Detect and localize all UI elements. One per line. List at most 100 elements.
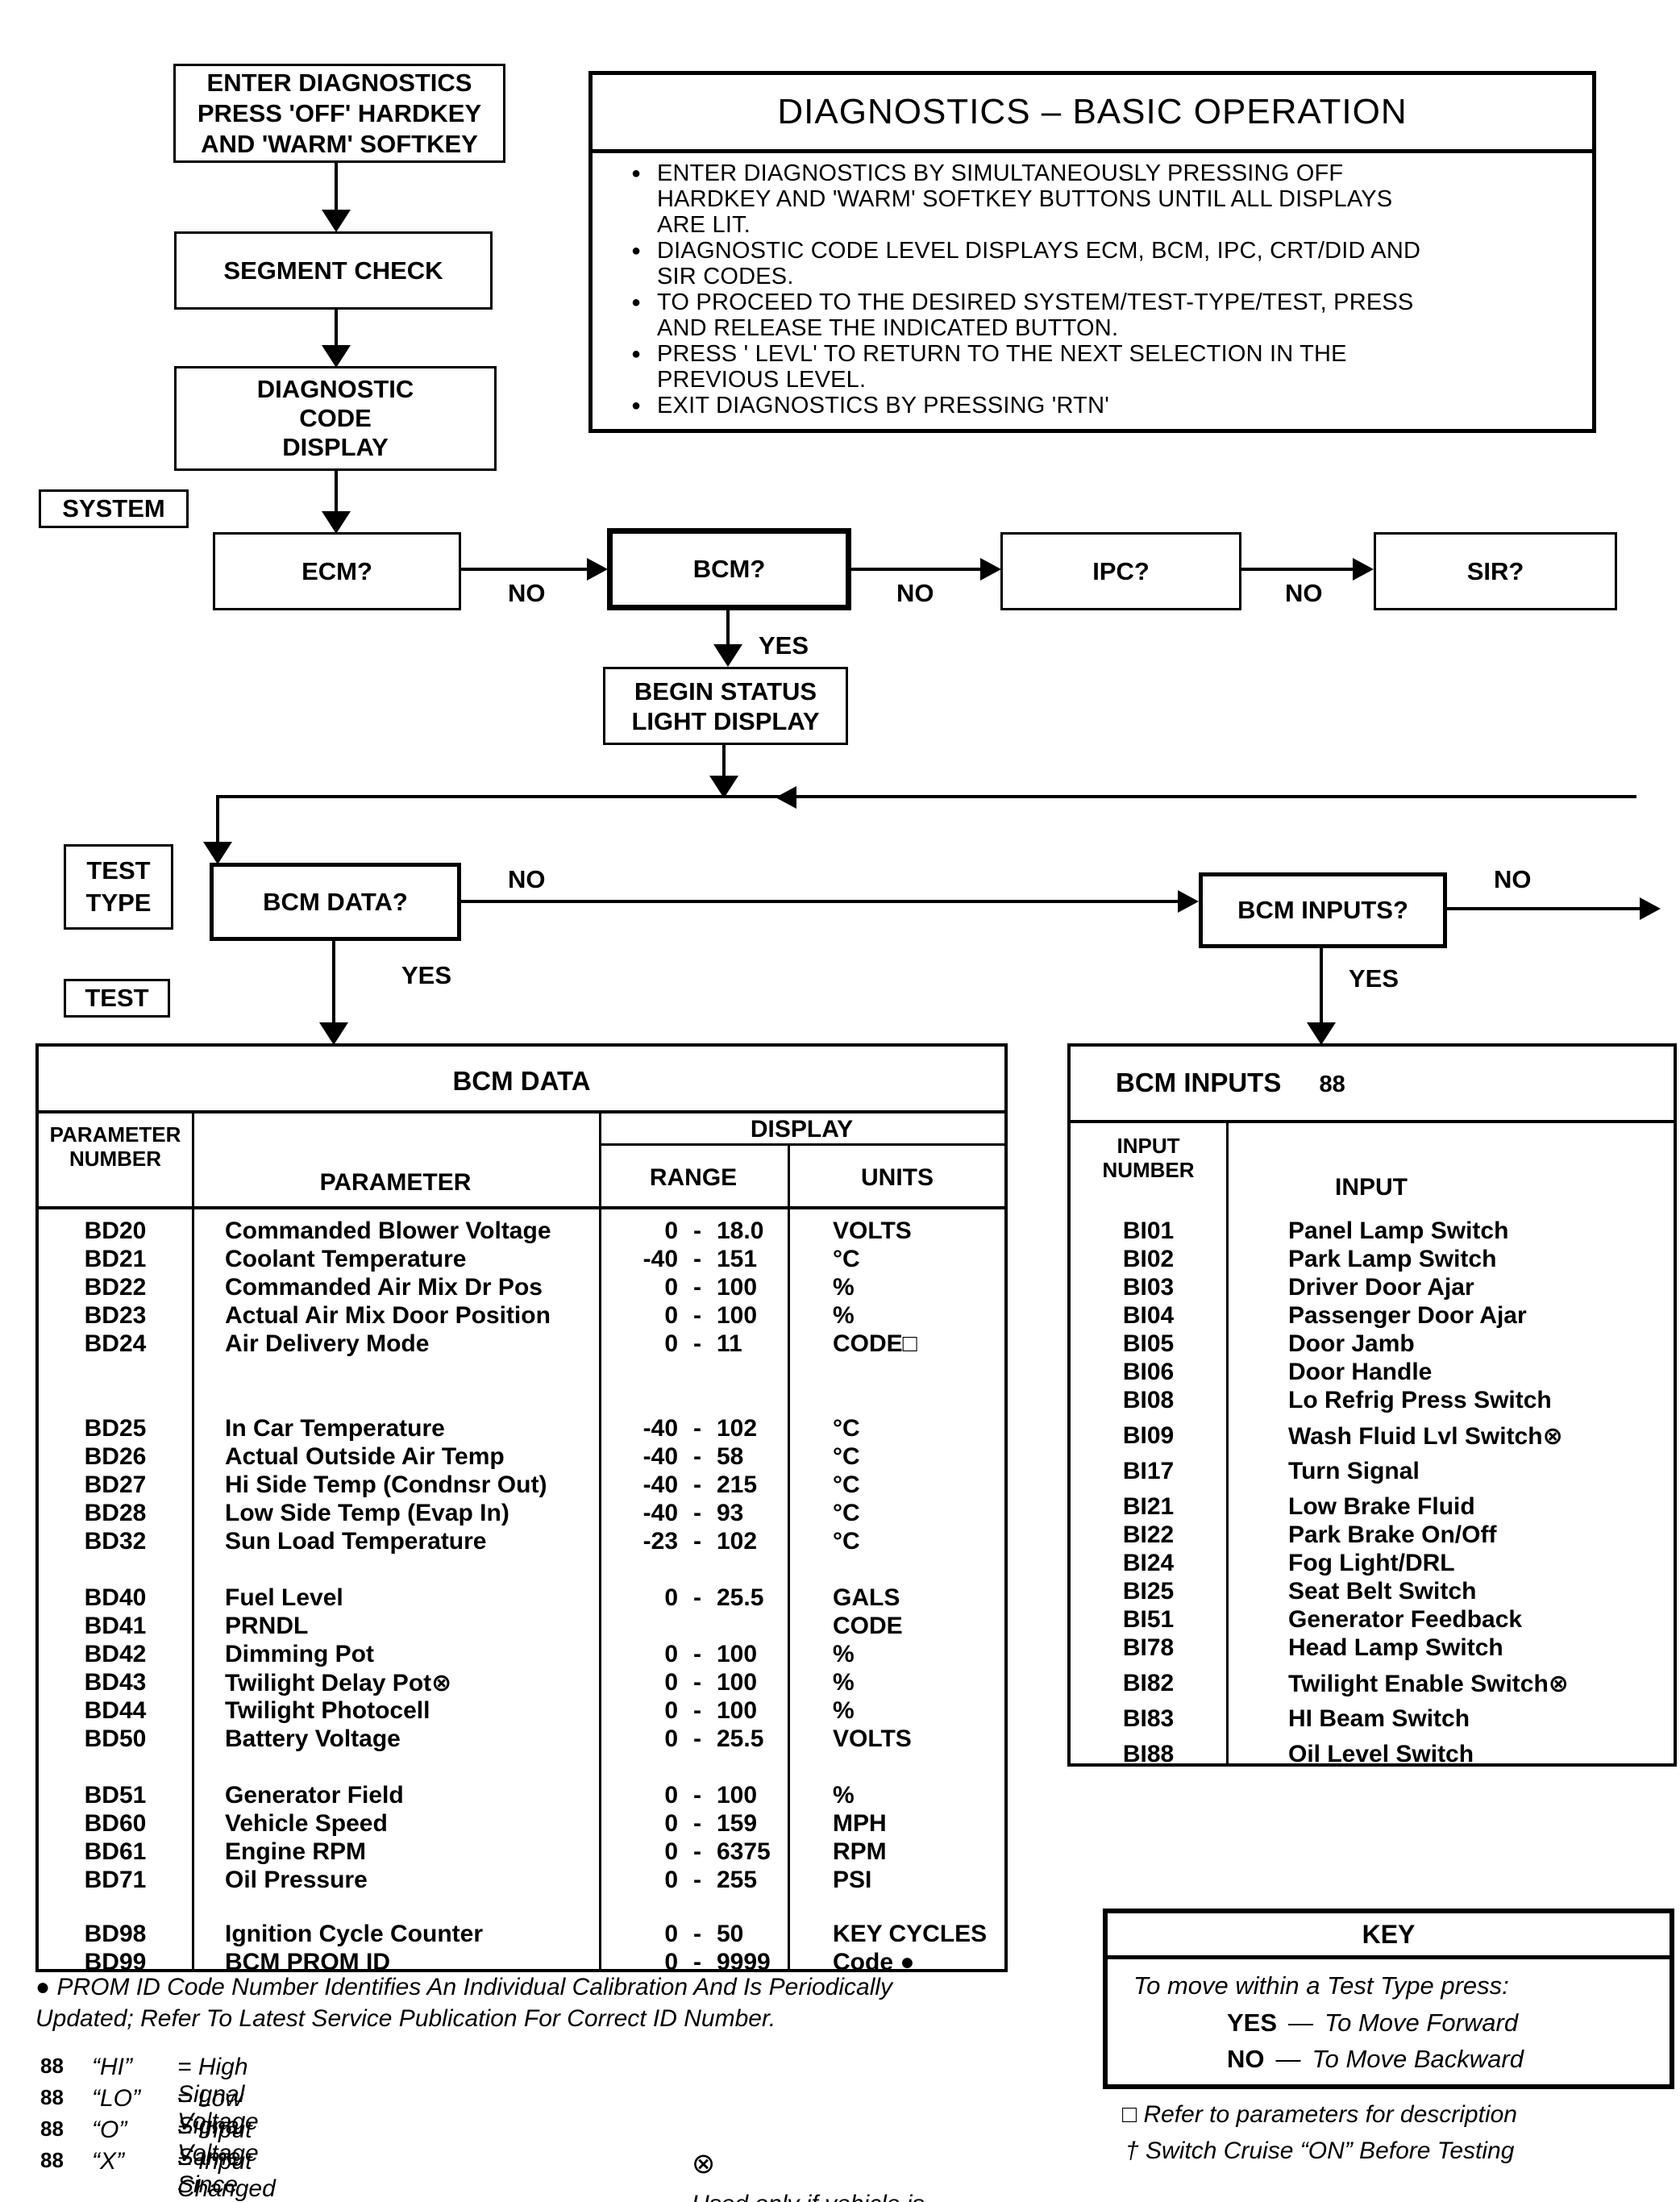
- parameter-name-cell: Hi Side Temp (Condnsr Out): [225, 1471, 547, 1498]
- range-high-cell: 25.5: [717, 1584, 764, 1611]
- input-number-cell: BI17: [1122, 1458, 1175, 1484]
- range-high-cell: 18.0: [717, 1218, 764, 1244]
- parameter-name-cell: Engine RPM: [225, 1838, 367, 1865]
- connector-bus-to-bcm-data: [216, 795, 219, 845]
- bullet-icon: ●: [630, 345, 642, 363]
- bullet-text: ENTER DIAGNOSTICS BY SIMULTANEOUSLY PRES…: [657, 160, 1393, 238]
- range-dash: -: [693, 1810, 701, 1837]
- parameter-name-cell: Low Side Temp (Evap In): [225, 1500, 509, 1526]
- range-dash: -: [693, 1725, 701, 1752]
- table-divider: [599, 1110, 601, 1969]
- input-number-cell: BI05: [1122, 1330, 1175, 1357]
- connector-segment-to-code: [335, 310, 338, 347]
- key-box-title: KEY: [1108, 1913, 1670, 1959]
- arrowhead-down-icon: [203, 842, 232, 864]
- bullet-item: ●ENTER DIAGNOSTICS BY SIMULTANEOUSLY PRE…: [615, 160, 1574, 238]
- arrowhead-down-icon: [322, 345, 351, 368]
- legend-description: = Low Signal Voltage: [177, 2085, 259, 2167]
- units-cell: °C: [833, 1415, 860, 1442]
- column-header-parameter-number: PARAMETER NUMBER: [49, 1122, 181, 1171]
- double-eight-footnote-marker: 88: [40, 2148, 64, 2172]
- bullet-item: ● EXIT DIAGNOSTICS BY PRESSING 'RTN': [615, 393, 1574, 418]
- arrowhead-right-icon: [1353, 558, 1374, 581]
- test-level-label: TEST: [64, 979, 170, 1018]
- bcm-input-row: BI17 Turn Signal: [1071, 1458, 1674, 1486]
- column-header-input: INPUT: [1335, 1174, 1408, 1201]
- connector-begin-to-bus: [722, 745, 726, 779]
- connector-ipc-to-sir: [1241, 568, 1356, 571]
- input-number-cell: BI25: [1122, 1578, 1175, 1605]
- column-header-input-number: INPUT NUMBER: [1102, 1134, 1195, 1182]
- legend-description: = High Signal Voltage: [177, 2054, 259, 2135]
- arrowhead-down-icon: [709, 776, 738, 798]
- arrowhead-down-icon: [322, 210, 351, 232]
- units-cell: %: [833, 1302, 855, 1329]
- table-divider: [1071, 1120, 1674, 1123]
- range-high-cell: 102: [717, 1528, 758, 1555]
- range-dash: -: [693, 1782, 701, 1809]
- range-high-cell: 100: [717, 1782, 758, 1809]
- legend-description: = Input Same Since Displayed: [177, 2117, 284, 2202]
- parameter-name-cell: Commanded Air Mix Dr Pos: [225, 1274, 543, 1301]
- range-high-cell: 215: [717, 1471, 758, 1498]
- parameter-number-cell: BD24: [84, 1330, 147, 1357]
- input-name-cell: Turn Signal: [1288, 1458, 1420, 1484]
- range-dash: -: [693, 1246, 701, 1272]
- units-cell: Code ●: [833, 1949, 915, 1975]
- parameter-number-cell: BD32: [84, 1528, 147, 1555]
- double-eight-footnote-marker: 88: [1319, 1072, 1345, 1097]
- input-name-cell: Door Jamb: [1288, 1330, 1415, 1357]
- arrowhead-left-icon: [776, 786, 796, 809]
- key-item: NO—To Move Backward: [1227, 2045, 1524, 2081]
- range-dash: -: [693, 1471, 701, 1498]
- input-number-cell: BI09: [1122, 1422, 1175, 1449]
- yes-label: YES: [759, 631, 809, 660]
- arrowhead-down-icon: [319, 1022, 348, 1045]
- parameter-number-cell: BD20: [84, 1218, 147, 1244]
- input-name-cell: Low Brake Fluid: [1288, 1493, 1475, 1520]
- range-high-cell: 6375: [717, 1838, 771, 1865]
- range-high-cell: 255: [717, 1867, 758, 1893]
- flow-box-begin-status-light-display: BEGIN STATUS LIGHT DISPLAY: [603, 667, 848, 745]
- range-dash: -: [693, 1302, 701, 1329]
- key-item-dash: —: [1288, 2008, 1314, 2037]
- input-number-cell: BI88: [1122, 1741, 1175, 1767]
- connector-ecm-to-bcm: [461, 568, 590, 571]
- range-dash: -: [693, 1500, 701, 1526]
- arrowhead-right-icon: [980, 558, 1001, 581]
- arrowhead-down-icon: [1307, 1022, 1336, 1045]
- bullet-icon: ●: [630, 397, 642, 414]
- input-name-cell: Panel Lamp Switch: [1288, 1218, 1509, 1244]
- no-label: NO: [1494, 865, 1532, 893]
- range-low-cell: 0: [664, 1725, 678, 1752]
- range-low-cell: -23: [642, 1528, 678, 1555]
- table-divider: [192, 1110, 194, 1969]
- parameter-name-cell: Fuel Level: [225, 1584, 343, 1611]
- input-number-cell: BI02: [1122, 1246, 1175, 1272]
- flow-box-bcm-selected: BCM?: [607, 528, 851, 610]
- legend-description: = Input Changed Since Displayed: [177, 2148, 276, 2202]
- units-cell: °C: [833, 1443, 860, 1470]
- input-name-cell: Generator Feedback: [1288, 1606, 1523, 1633]
- bullet-text: EXIT DIAGNOSTICS BY PRESSING 'RTN': [657, 393, 1109, 418]
- connector-bcm-to-ipc: [851, 568, 983, 571]
- range-dash: -: [693, 1921, 701, 1947]
- units-cell: RPM: [833, 1838, 887, 1865]
- range-high-cell: 100: [717, 1697, 758, 1724]
- cruise-footnote: † Switch Cruise “ON” Before Testing: [1125, 2137, 1515, 2164]
- range-dash: -: [693, 1218, 701, 1244]
- key-item-text: To Move Backward: [1312, 2045, 1524, 2073]
- column-header-parameter: PARAMETER: [319, 1169, 472, 1196]
- bcm-inputs-title-text: BCM INPUTS: [1116, 1068, 1282, 1097]
